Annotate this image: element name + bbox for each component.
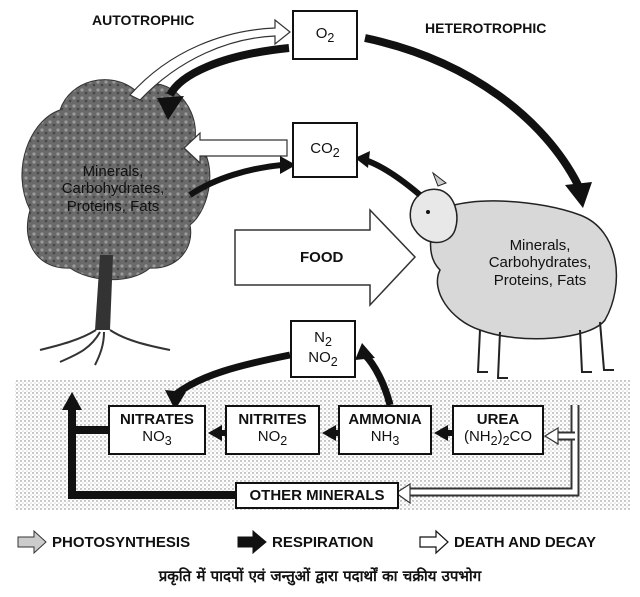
legend-death-and-decay: DEATH AND DECAY [454,534,596,551]
sheep-illustration [409,171,618,379]
o2-to-tree-arrow [157,96,184,120]
nitrates-title: NITRATES [120,411,194,429]
nitrates-box: NITRATES NO3 [108,405,206,455]
o2-release-arrow [129,18,291,101]
sheep-label-line-1: Minerals, [509,237,571,254]
sheep-composition-label: Minerals, Carbohydrates, Proteins, Fats [470,237,610,289]
heterotrophic-header: HETEROTROPHIC [425,20,547,36]
urea-title: UREA [476,411,520,429]
food-arrow [234,208,417,307]
ammonia-title: AMMONIA [348,411,422,429]
co2-formula: CO2 [310,139,340,160]
decay-to-urea-arrow [543,426,559,446]
ammonia-box: AMMONIA NH3 [338,405,432,455]
tree-to-co2-arrow [280,156,296,174]
o2-formula: O2 [315,24,335,45]
tree-label-line-1: Minerals, [82,163,144,180]
autotrophic-header: AUTOTROPHIC [92,12,195,28]
tree-label-line-3: Proteins, Fats [66,197,160,215]
legend-photosynthesis: PHOTOSYNTHESIS [52,534,191,551]
n2-to-nitrates-arrow [165,390,186,410]
photosynthesis-arrow-icon [17,529,47,555]
legend-respiration: RESPIRATION [272,534,374,551]
n2-no2-box: N2 NO2 [290,320,356,378]
co2-uptake-arrow [183,131,288,165]
urea-box: UREA (NH2)2CO [452,405,544,455]
other-minerals-box: OTHER MINERALS [235,482,399,509]
sheep-label-line-3: Proteins, Fats [493,271,587,289]
other-minerals-label: OTHER MINERALS [249,486,385,504]
nitrates-to-roots-arrow [62,392,82,410]
food-label: FOOD [300,249,344,266]
respiration-arrow-icon [237,529,267,555]
o2-box: O2 [292,10,358,60]
nitrites-title: NITRITES [238,411,307,429]
tree-label-line-2: Carbohydrates, [61,180,165,198]
sheep-label-line-2: Carbohydrates, [488,254,592,272]
nitrates-formula: NO3 [142,428,172,449]
urea-formula: (NH2)2CO [463,428,533,449]
decay-to-minerals-arrow [394,482,411,505]
o2-to-sheep-arrow [565,182,592,208]
nitrites-box: NITRITES NO2 [225,405,320,455]
tree-illustration [21,79,211,366]
hindi-caption: प्रकृति में पादपों एवं जन्तुओं द्वारा पद… [158,567,482,585]
ammonia-formula: NH3 [370,428,400,449]
decay-arrow-icon [419,529,449,555]
co2-box: CO2 [292,122,358,178]
n2-formula: N2 [314,328,332,349]
no2-formula: NO2 [308,349,338,369]
sheep-to-co2-arrow [355,151,370,168]
nitrites-formula: NO2 [257,428,288,449]
tree-composition-label: Minerals, Carbohydrates, Proteins, Fats [38,163,188,215]
ammonia-to-n2-arrow [355,343,375,360]
